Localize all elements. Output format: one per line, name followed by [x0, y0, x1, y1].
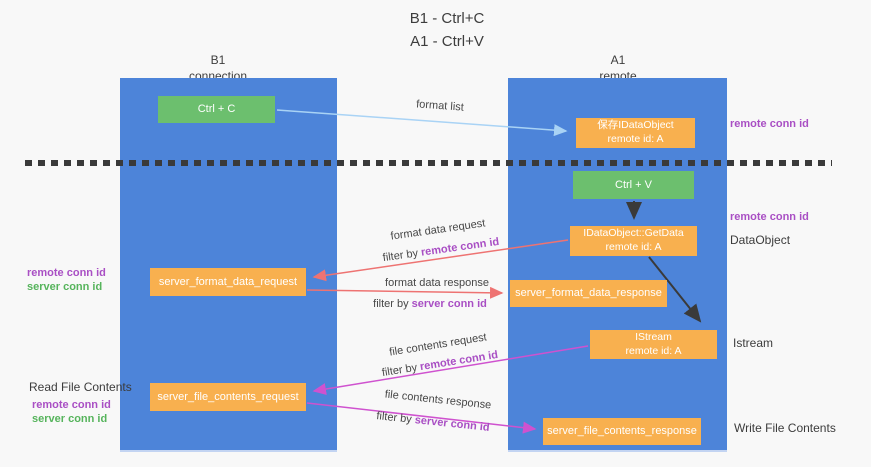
title-line-2: A1 - Ctrl+V [410, 32, 484, 50]
node-ctrl-c: Ctrl + C [158, 96, 275, 123]
node-server-format-data-request-label: server_format_data_request [158, 275, 298, 288]
annotation-server-conn-id-file-left: server conn id [32, 413, 108, 425]
node-istream: IStream remote id: A [590, 330, 717, 359]
edge-label-format-data-response: format data response [385, 277, 489, 289]
annotation-remote-conn-id-top-right: remote conn id [730, 118, 809, 130]
node-idataobject-getdata-line1: IDataObject::GetData [583, 227, 684, 240]
lane-a1-title: A1 [610, 53, 626, 67]
node-server-file-contents-request-label: server_file_contents_request [157, 390, 299, 403]
filter-prefix: filter by [375, 410, 416, 427]
annotation-istream: Istream [733, 336, 774, 350]
node-idataobject-getdata-line2: remote id: A [605, 241, 662, 253]
node-server-format-data-response: server_format_data_response [510, 280, 667, 307]
filter-prefix: filter by [381, 361, 422, 380]
node-istream-line2: remote id: A [625, 344, 682, 357]
annotation-dataobject: DataObject [730, 233, 791, 247]
edge-label-format-list: format list [415, 98, 465, 114]
annotation-write-file-contents: Write File Contents [734, 421, 836, 435]
annotation-remote-conn-id-format-left: remote conn id [27, 267, 106, 279]
annotation-server-conn-id-format-left: server conn id [27, 281, 103, 293]
edge-label-format-data-response-filter: filter by server conn id [350, 298, 510, 310]
node-ctrl-v: Ctrl + V [573, 171, 694, 199]
node-ctrl-v-label: Ctrl + V [615, 178, 652, 191]
lane-b1-title: B1 [210, 53, 226, 67]
node-save-idataobject: 保存IDataObject remote id: A [576, 118, 695, 148]
filter-key-remote-conn-id: remote conn id [420, 235, 500, 259]
filter-prefix: filter by [373, 298, 412, 310]
node-server-file-contents-request: server_file_contents_request [150, 383, 306, 411]
edge-label-file-contents-response-filter: filter by server conn id [353, 408, 513, 437]
node-server-format-data-response-label: server_format_data_response [515, 287, 662, 300]
filter-key-remote-conn-id: remote conn id [419, 348, 499, 374]
node-server-format-data-request: server_format_data_request [150, 268, 306, 296]
node-server-file-contents-response-label: server_file_contents_response [547, 425, 697, 438]
filter-prefix: filter by [382, 246, 422, 265]
diagram-title: B1 - Ctrl+C A1 - Ctrl+V [410, 8, 485, 53]
node-save-idataobject-line1: 保存IDataObject [597, 119, 674, 132]
node-save-idataobject-line2: remote id: A [607, 133, 664, 145]
dashed-separator [25, 160, 832, 166]
node-istream-line1: IStream [635, 330, 672, 343]
node-server-file-contents-response: server_file_contents_response [543, 418, 701, 445]
annotation-remote-conn-id-file-left: remote conn id [32, 399, 111, 411]
node-ctrl-c-label: Ctrl + C [197, 103, 236, 116]
filter-key-server-conn-id: server conn id [414, 414, 491, 434]
annotation-remote-conn-id-mid-right: remote conn id [730, 211, 809, 223]
annotation-read-file-contents: Read File Contents [29, 380, 132, 394]
node-idataobject-getdata: IDataObject::GetData remote id: A [570, 226, 697, 256]
title-line-1: B1 - Ctrl+C [409, 10, 485, 27]
filter-key-server-conn-id: server conn id [411, 298, 487, 310]
